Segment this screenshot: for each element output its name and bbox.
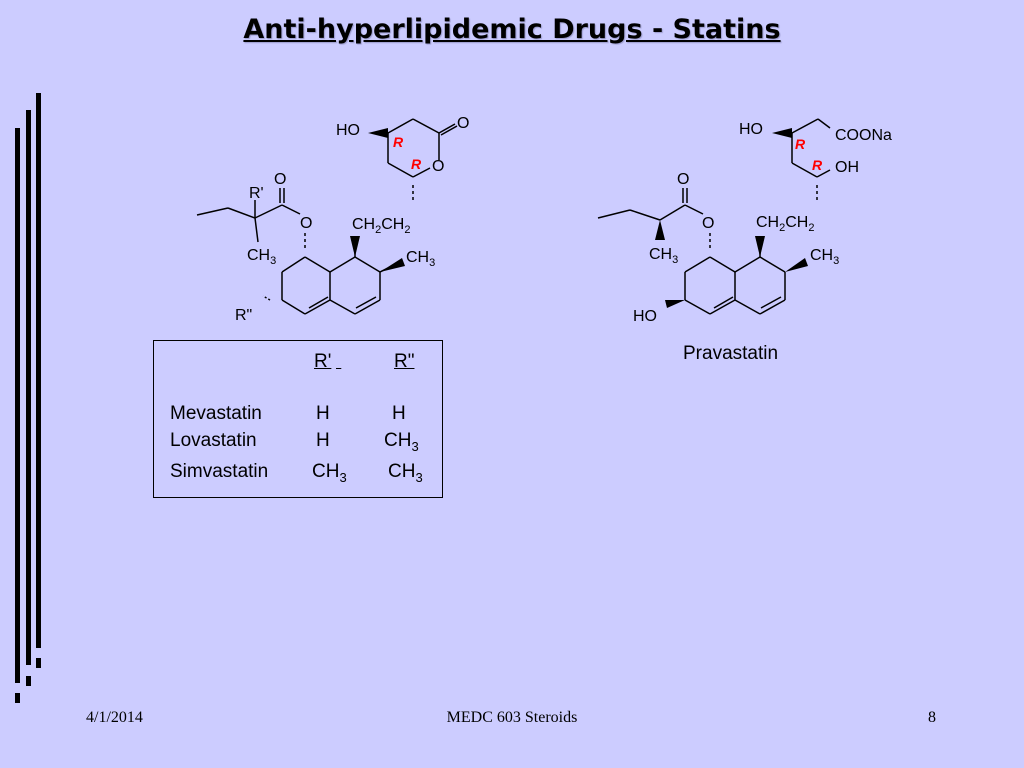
left-structure-labels: HO O R R O O R' O CH2CH2 CH3 CH3 R" xyxy=(235,115,469,324)
drug-name: Lovastatin xyxy=(170,430,257,451)
header-gap xyxy=(336,351,391,373)
svg-text:HO: HO xyxy=(739,121,763,138)
svg-text:COONa: COONa xyxy=(835,127,892,144)
slide-title: Anti-hyperlipidemic Drugs - Statins xyxy=(243,14,781,45)
svg-text:CH3: CH3 xyxy=(247,247,276,267)
svg-text:HO: HO xyxy=(336,122,360,139)
svg-text:R: R xyxy=(795,136,806,152)
left-structure xyxy=(196,118,458,315)
svg-text:O: O xyxy=(457,115,469,132)
r1-value: H xyxy=(316,403,330,424)
svg-text:CH3: CH3 xyxy=(406,249,435,269)
pravastatin-label: Pravastatin xyxy=(683,343,779,364)
svg-text:CH2CH2: CH2CH2 xyxy=(352,216,410,236)
svg-text:OH: OH xyxy=(835,159,859,176)
svg-text:O: O xyxy=(300,215,312,232)
svg-text:R: R xyxy=(812,157,823,173)
svg-text:R': R' xyxy=(249,185,264,202)
svg-text:R: R xyxy=(411,156,422,172)
r2-value: CH3 xyxy=(388,461,423,485)
svg-text:HO: HO xyxy=(633,308,657,325)
svg-text:R": R" xyxy=(235,307,252,324)
footer-course: MEDC 603 Steroids xyxy=(446,709,578,726)
svg-text:O: O xyxy=(677,171,689,188)
r1-value: CH3 xyxy=(312,461,347,485)
r2-value: CH3 xyxy=(384,430,419,454)
drug-name: Simvastatin xyxy=(170,461,269,482)
svg-text:CH3: CH3 xyxy=(810,247,839,267)
decorative-bars xyxy=(15,93,41,703)
svg-text:CH3: CH3 xyxy=(649,246,678,266)
svg-text:O: O xyxy=(432,158,444,175)
svg-text:O: O xyxy=(274,171,286,188)
footer-page-number: 8 xyxy=(928,709,936,726)
svg-text:CH2CH2: CH2CH2 xyxy=(756,214,814,234)
right-structure-labels: HO COONa R R OH O O CH2CH2 CH3 CH3 HO xyxy=(633,121,892,325)
r1-value: H xyxy=(316,430,330,451)
svg-text:O: O xyxy=(702,215,714,232)
drug-name: Mevastatin xyxy=(170,403,262,424)
r2-value: H xyxy=(392,403,406,424)
header-r-double-prime: R" xyxy=(394,351,415,372)
svg-text:R: R xyxy=(393,134,404,150)
substituent-table: R' R" Mevastatin H H Lovastatin H CH3 Si… xyxy=(153,340,443,498)
right-structure xyxy=(597,118,831,315)
footer-date: 4/1/2014 xyxy=(86,709,143,726)
header-r-prime: R' xyxy=(314,351,332,372)
